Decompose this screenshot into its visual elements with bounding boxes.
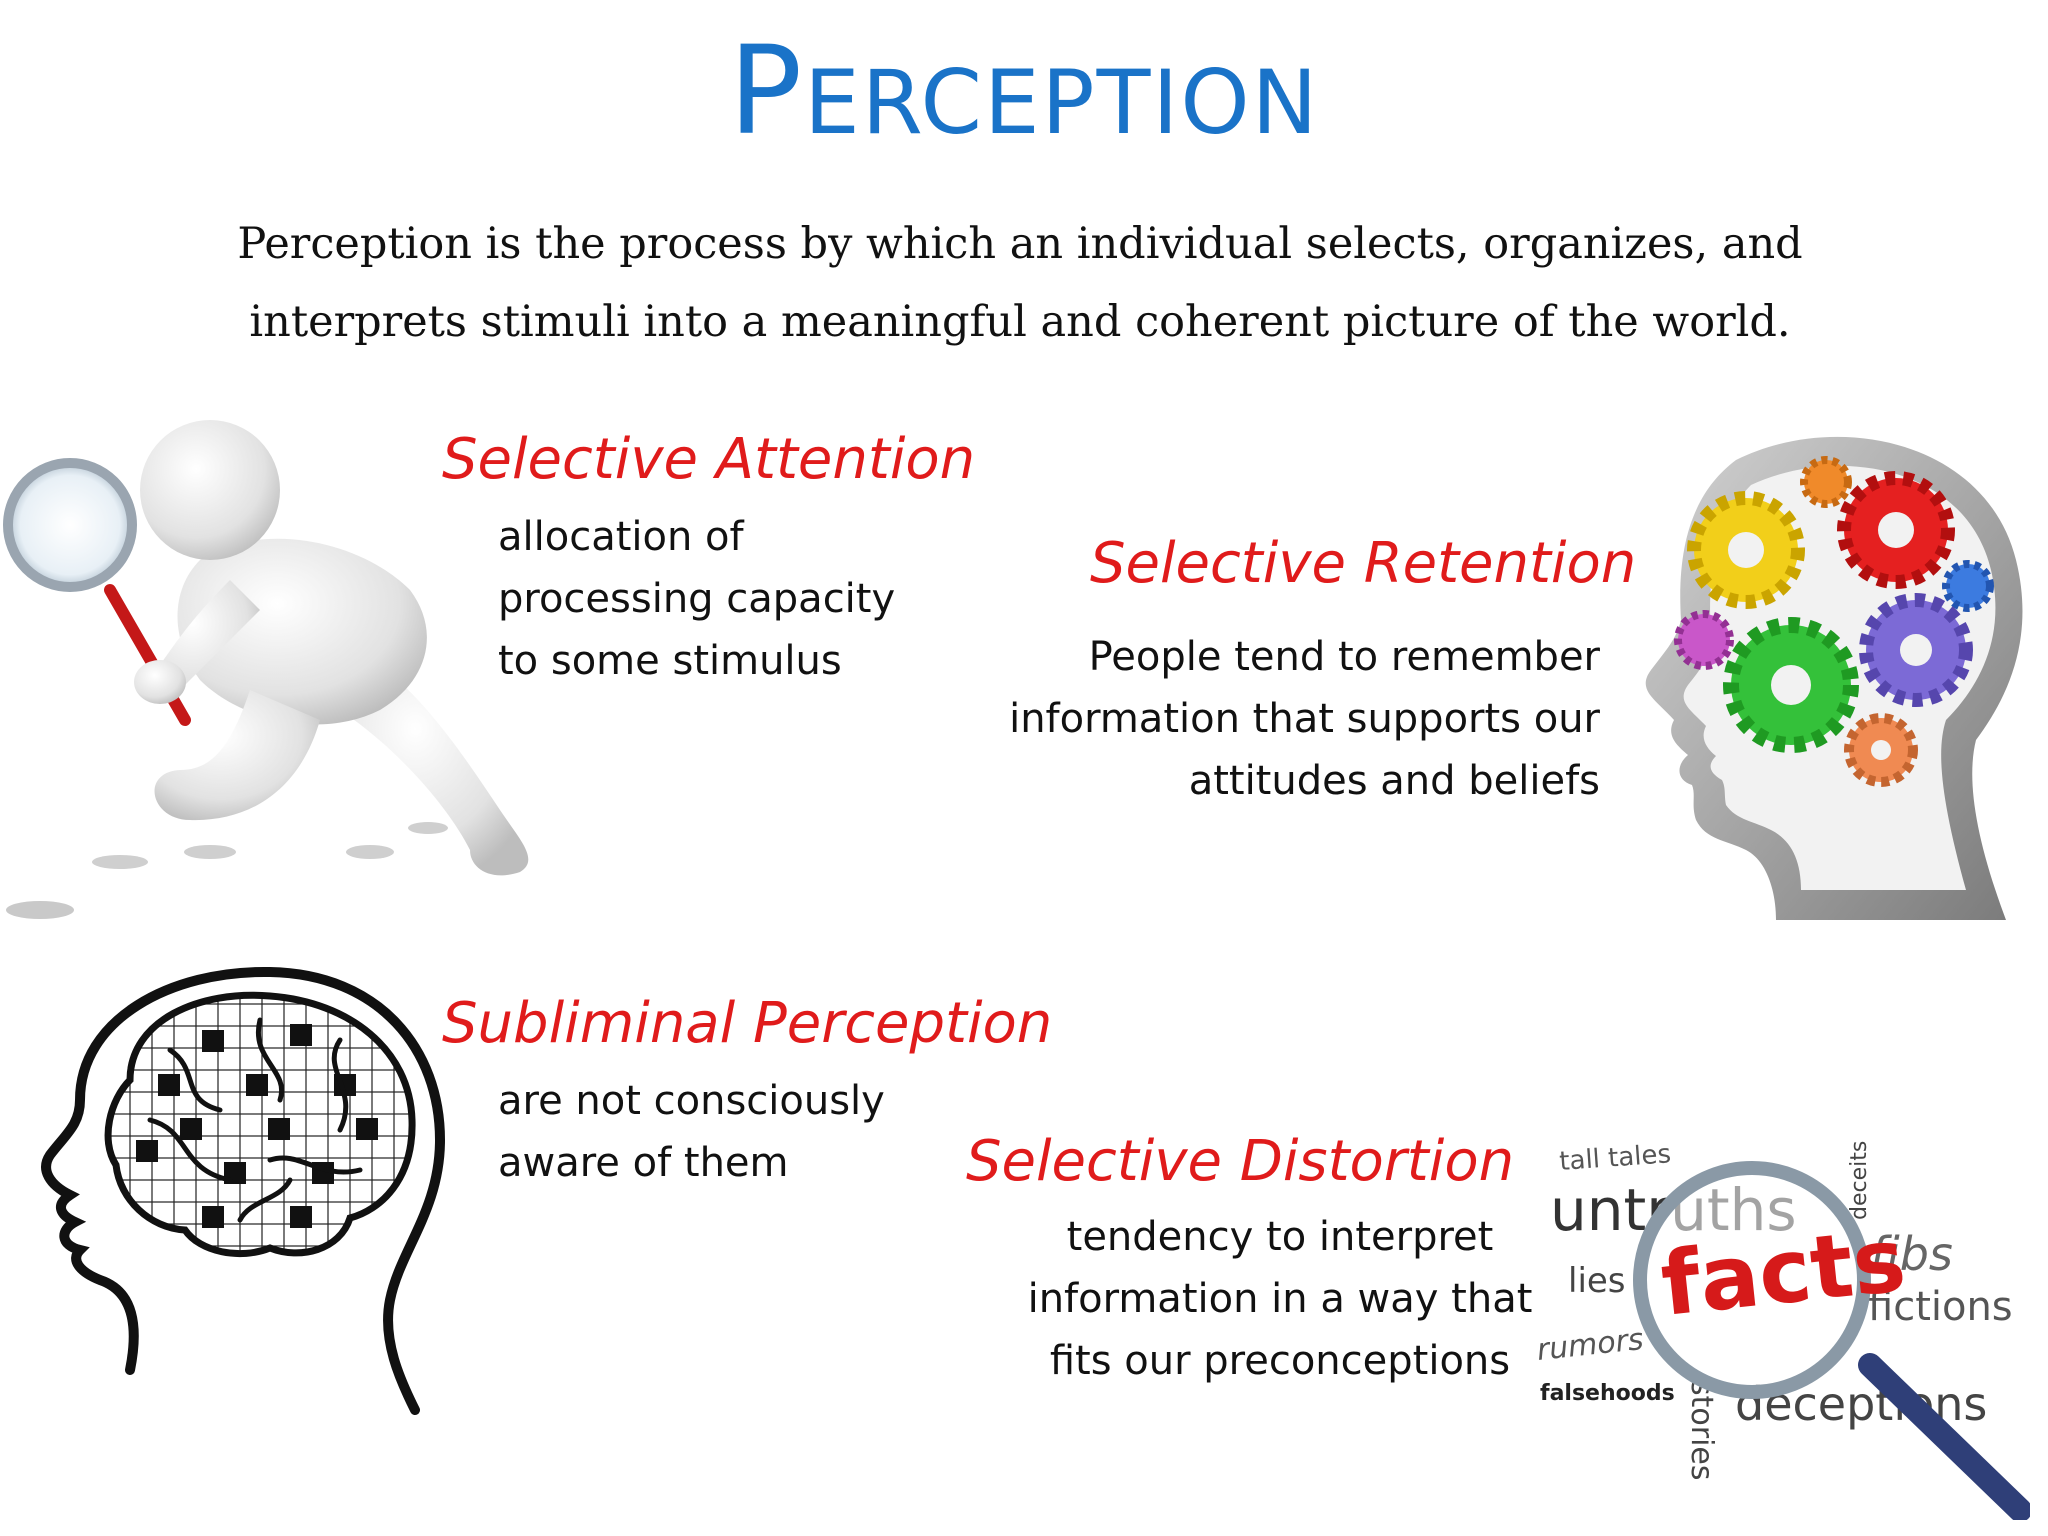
- selective-retention-heading: Selective Retention: [1090, 531, 1637, 596]
- page-title-initial: P: [728, 20, 805, 162]
- selective-distortion-heading: Selective Distortion: [966, 1129, 1515, 1194]
- selective-attention-line: allocation of: [498, 514, 744, 560]
- page-title: PERCEPTION: [0, 30, 2048, 152]
- word-fictions: fictions: [1868, 1284, 2013, 1330]
- figure-with-magnifier-illustration: [0, 390, 560, 934]
- definition-text: Perception is the process by which an in…: [200, 205, 1840, 361]
- selective-attention-line: to some stimulus: [498, 638, 842, 684]
- word-deceits: deceits: [1847, 1141, 1872, 1220]
- subliminal-perception-text: are not consciously aware of them: [498, 1070, 1018, 1194]
- word-falsehoods: falsehoods: [1540, 1381, 1675, 1406]
- selective-distortion-line: information in a way that: [1027, 1276, 1533, 1322]
- selective-retention-line: attitudes and beliefs: [1188, 758, 1600, 804]
- word-rumors: rumors: [1535, 1322, 1645, 1368]
- subliminal-perception-heading: Subliminal Perception: [442, 991, 1053, 1056]
- word-tall-tales: tall tales: [1558, 1139, 1672, 1177]
- word-lies: lies: [1568, 1261, 1626, 1301]
- subliminal-perception-line: aware of them: [498, 1140, 789, 1186]
- definition-line-1: Perception is the process by which an in…: [237, 219, 1803, 269]
- subliminal-perception-line: are not consciously: [498, 1078, 885, 1124]
- head-with-gears-illustration: [1596, 420, 2048, 944]
- selective-attention-heading: Selective Attention: [442, 427, 976, 492]
- word-fibs: fibs: [1870, 1227, 1953, 1281]
- brain-grid-head-illustration: [20, 960, 460, 1434]
- page-title-rest: ERCEPTION: [804, 51, 1320, 154]
- selective-attention-text: allocation of processing capacity to som…: [498, 506, 1018, 692]
- definition-line-2: interprets stimuli into a meaningful and…: [249, 297, 1791, 347]
- word-stories: stories: [1684, 1380, 1719, 1481]
- selective-distortion-text: tendency to interpret information in a w…: [960, 1206, 1600, 1392]
- selective-attention-line: processing capacity: [498, 576, 896, 622]
- facts-magnifier-word-cloud-illustration: tall tales untruths deceits fibs lies fi…: [1530, 1120, 2032, 1524]
- selective-retention-line: information that supports our: [1009, 696, 1600, 742]
- selective-distortion-line: fits our preconceptions: [1049, 1338, 1511, 1384]
- selective-distortion-line: tendency to interpret: [1066, 1214, 1494, 1260]
- selective-retention-text: People tend to remember information that…: [920, 626, 1600, 812]
- selective-retention-line: People tend to remember: [1088, 634, 1600, 680]
- word-facts: facts: [1656, 1208, 1910, 1336]
- gear-yellow: [1687, 491, 1805, 609]
